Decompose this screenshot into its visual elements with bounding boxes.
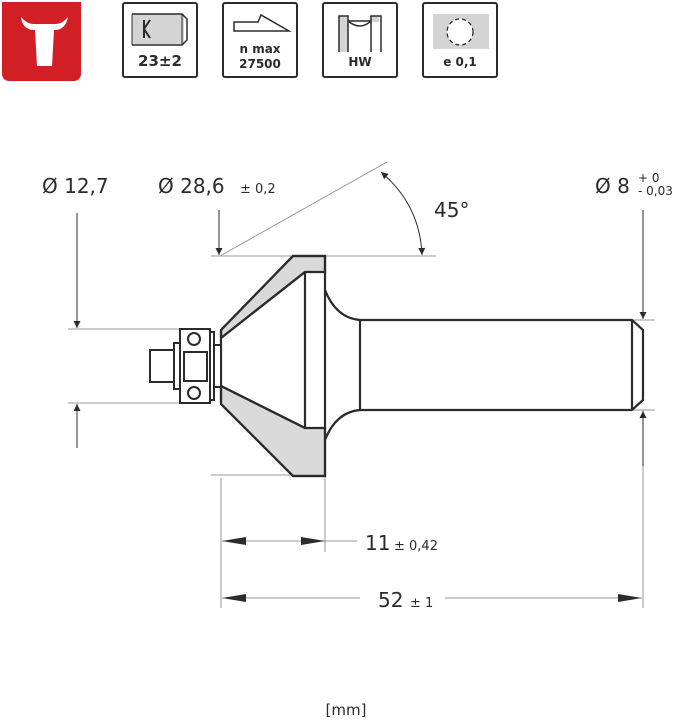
bearing-assembly: [149, 328, 222, 404]
max-speed-label-2: 27500: [239, 57, 281, 71]
shank-diameter-label: Ø 8: [595, 174, 630, 198]
cutter-body: [219, 254, 645, 478]
runout-label: e 0,1: [443, 55, 477, 69]
shank-tolerance-lower: - 0,03: [638, 184, 673, 198]
carbide-label: HW: [348, 55, 372, 69]
shank-length-icon: [131, 13, 188, 46]
total-length-label: 52: [378, 588, 403, 612]
brand-logo: [2, 2, 81, 81]
shank-length-label: 23±2: [138, 52, 182, 70]
angle-label: 45°: [434, 198, 469, 222]
bearing-diameter-label: Ø 12,7: [42, 174, 109, 198]
shank-tolerance-upper: + 0: [638, 171, 660, 185]
spec-runout: e 0,1: [422, 2, 498, 78]
spec-shank-length: 23±2: [122, 2, 198, 78]
spec-max-speed: n max 27500: [222, 2, 298, 78]
max-speed-label-1: n max: [239, 42, 281, 56]
cutter-diameter-label: Ø 28,6: [158, 174, 225, 198]
max-speed-icon: [233, 13, 292, 32]
cutting-length-label: 11: [365, 531, 390, 555]
cutting-length-tolerance: ± 0,42: [394, 539, 438, 554]
bull-head-icon: [21, 17, 68, 66]
spec-carbide: HW: [322, 2, 398, 78]
runout-tolerance-icon: [433, 14, 489, 49]
carbide-tip-icon: [338, 15, 382, 52]
dimension-lines: [73, 171, 647, 602]
cutter-diameter-tolerance: ± 0,2: [240, 182, 276, 197]
units-label: [mm]: [325, 701, 367, 719]
total-length-tolerance: ± 1: [410, 596, 433, 611]
